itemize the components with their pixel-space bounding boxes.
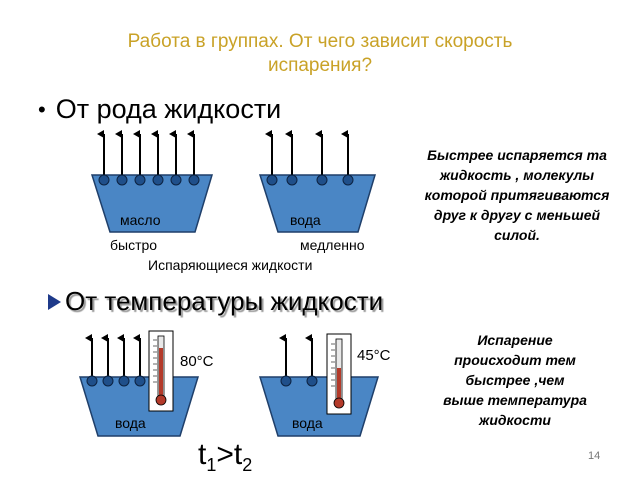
vessel-oil-label: масло bbox=[120, 212, 161, 228]
formula-t1: t bbox=[198, 438, 207, 471]
vessel-oil bbox=[90, 130, 214, 233]
title-line-1: Работа в группах. От чего зависит скорос… bbox=[127, 31, 513, 52]
heading-liquid-type: • От рода жидкости bbox=[38, 94, 281, 125]
note-temperature-line: происходит тем bbox=[454, 352, 576, 368]
water-cool-molecule bbox=[306, 375, 318, 387]
oil-molecule bbox=[98, 174, 110, 186]
water-hot-molecule bbox=[102, 375, 114, 387]
heading-temperature: От температуры жидкости bbox=[48, 286, 383, 317]
speed-label-slow: медленно bbox=[300, 237, 365, 253]
oil-molecule bbox=[134, 174, 146, 186]
heading-temperature-text: От температуры жидкости bbox=[65, 286, 384, 316]
vessel-water-hot-label: вода bbox=[115, 415, 146, 431]
note-temperature: Испарение происходит тем быстрее ,чем вы… bbox=[420, 330, 610, 430]
water-molecule bbox=[286, 174, 298, 186]
thermometer-cool-icon bbox=[326, 333, 352, 415]
note-liquid-type-line: друг к другу с меньшей bbox=[433, 207, 601, 223]
water-molecule bbox=[316, 174, 328, 186]
page-number: 14 bbox=[588, 450, 601, 462]
vessel-water-cool bbox=[258, 333, 380, 437]
water-cool-molecule bbox=[280, 375, 292, 387]
note-liquid-type-line: жидкость , молекулы bbox=[439, 167, 595, 183]
vessel-water-1-liquid bbox=[258, 174, 377, 233]
temperature-hot-label: 80°C bbox=[180, 353, 214, 370]
water-molecule bbox=[342, 174, 354, 186]
note-liquid-type-line: силой. bbox=[494, 227, 540, 243]
note-temperature-line: быстрее ,чем bbox=[465, 372, 565, 388]
thermometer-hot-icon bbox=[148, 330, 174, 412]
vessel-oil-liquid bbox=[90, 174, 214, 233]
note-temperature-line: жидкости bbox=[479, 412, 551, 428]
evaporating-liquids-caption: Испаряющиеся жидкости bbox=[148, 257, 313, 273]
oil-molecule bbox=[170, 174, 182, 186]
note-liquid-type: Быстрее испаряется та жидкость , молекул… bbox=[402, 145, 632, 245]
oil-molecule bbox=[152, 174, 164, 186]
temperature-cool-label: 45°C bbox=[357, 347, 391, 364]
vessel-water-1 bbox=[258, 130, 377, 233]
oil-molecule bbox=[116, 174, 128, 186]
note-liquid-type-line: которой притягиваются bbox=[424, 187, 610, 203]
title-line-2: испарения? bbox=[267, 55, 373, 76]
slide-title: Работа в группах. От чего зависит скорос… bbox=[0, 30, 640, 78]
temperature-formula: t1>t2 bbox=[198, 438, 252, 476]
note-temperature-line: выше температура bbox=[443, 392, 587, 408]
water-hot-molecule bbox=[134, 375, 146, 387]
heading-liquid-type-text: От рода жидкости bbox=[55, 94, 282, 124]
bullet-dot-icon: • bbox=[38, 96, 46, 122]
vessel-water-hot bbox=[78, 330, 200, 437]
water-molecule bbox=[266, 174, 278, 186]
vessel-water-cool-label: вода bbox=[292, 415, 323, 431]
formula-sub-1: 1 bbox=[206, 455, 217, 475]
bullet-arrow-icon bbox=[48, 293, 61, 310]
vessel-water-1-label: вода bbox=[290, 212, 321, 228]
note-temperature-line: Испарение bbox=[477, 332, 553, 348]
formula-sub-2: 2 bbox=[242, 455, 253, 475]
note-liquid-type-line: Быстрее испаряется та bbox=[427, 147, 607, 163]
oil-molecule bbox=[188, 174, 200, 186]
water-hot-molecule bbox=[86, 375, 98, 387]
water-hot-molecule bbox=[118, 375, 130, 387]
speed-label-fast: быстро bbox=[110, 237, 158, 253]
formula-operator: > bbox=[216, 438, 234, 471]
formula-t2: t bbox=[233, 438, 243, 471]
